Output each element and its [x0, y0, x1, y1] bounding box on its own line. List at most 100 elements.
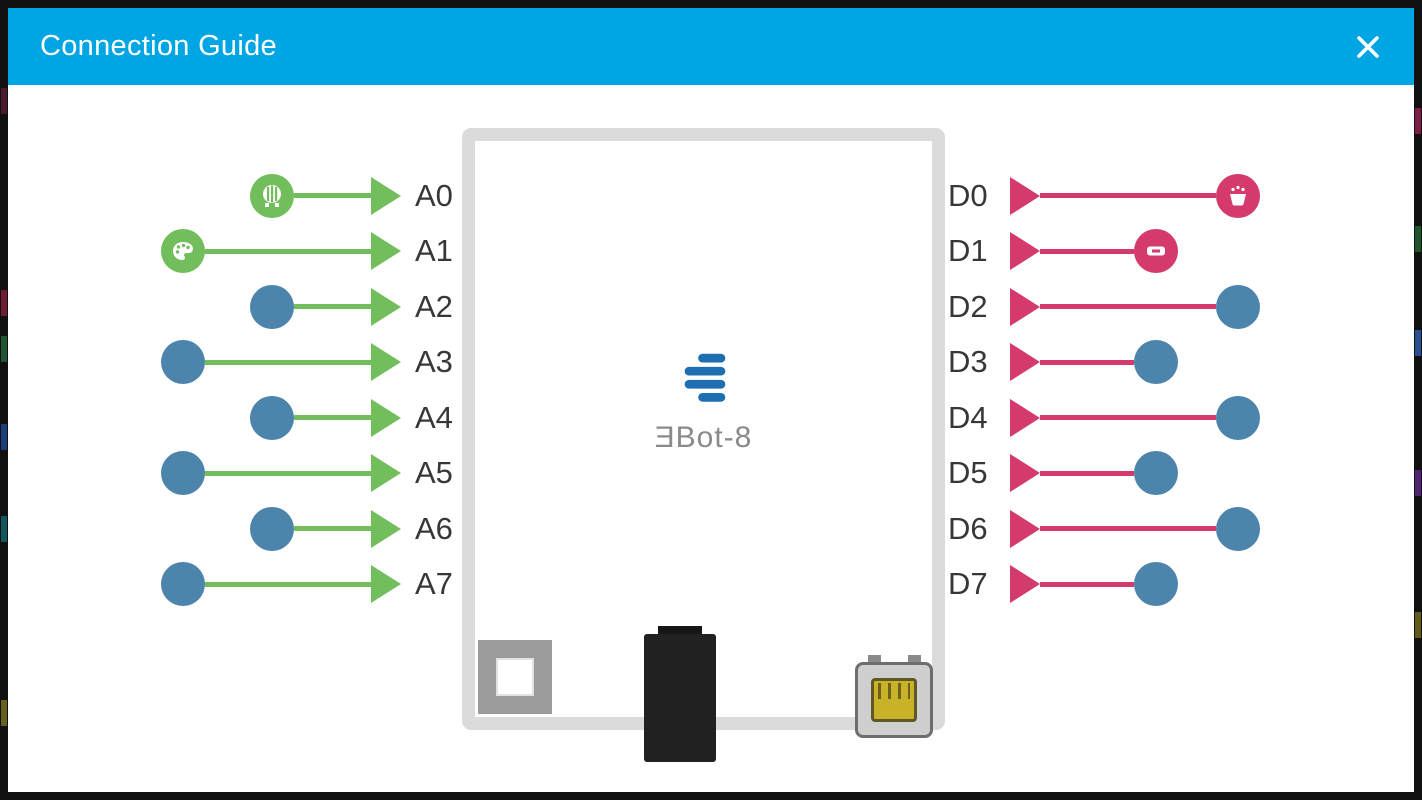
- arrow-right-icon: [371, 287, 401, 326]
- pin-label: D4: [948, 399, 988, 435]
- usb-mount-tab: [908, 655, 921, 664]
- backdrop-artifact: [1, 700, 7, 726]
- arrow-right-icon: [371, 398, 401, 437]
- pin-row-d0: D0: [948, 168, 1260, 224]
- pin-label: D7: [948, 566, 988, 602]
- close-button[interactable]: [1348, 27, 1388, 67]
- pin-row-d5: D5: [948, 446, 1260, 502]
- pin-row-a6: A6: [161, 501, 471, 557]
- connected-device-node: [1134, 229, 1178, 274]
- wire: [1040, 470, 1134, 476]
- mini-usb-port: [855, 662, 933, 738]
- pin-label: A4: [415, 399, 453, 435]
- palette-icon: [173, 242, 193, 261]
- pin-label: D5: [948, 455, 988, 491]
- wire: [205, 581, 371, 587]
- arrow-right-icon: [371, 565, 401, 604]
- pin-label: D2: [948, 288, 988, 324]
- arrow-right-icon: [1010, 343, 1040, 382]
- pin-label: A0: [415, 177, 453, 213]
- wire: [1040, 581, 1134, 587]
- wire: [205, 470, 371, 476]
- pin-label: A7: [415, 566, 453, 602]
- connected-device-node: [1216, 173, 1260, 218]
- bowl-icon: [1230, 185, 1246, 206]
- wire: [294, 193, 371, 199]
- close-icon: [1357, 35, 1379, 58]
- board-name: ƎBot-8: [654, 421, 753, 454]
- push-button-cap: [496, 658, 534, 696]
- connected-device-node: [161, 229, 205, 274]
- pin-label: A2: [415, 288, 453, 324]
- pin-row-a0: A0: [161, 168, 471, 224]
- wire: [1040, 304, 1216, 310]
- wire: [1040, 193, 1216, 199]
- pin-row-a3: A3: [161, 335, 471, 391]
- pin-label: A5: [415, 455, 453, 491]
- backdrop-artifact: [1415, 108, 1421, 134]
- wire: [1040, 526, 1216, 532]
- pin-row-a5: A5: [161, 446, 471, 502]
- backdrop-artifact: [1415, 330, 1421, 356]
- pin-row-a2: A2: [161, 279, 471, 335]
- wire: [205, 359, 371, 365]
- wire: [294, 304, 371, 310]
- usb-connector-tongue: [871, 678, 917, 722]
- pin-label: D0: [948, 177, 988, 213]
- led-icon: [1147, 246, 1165, 256]
- dialog-header: Connection Guide: [8, 8, 1414, 85]
- backdrop-artifact: [1415, 612, 1421, 638]
- arrow-right-icon: [1010, 176, 1040, 215]
- knob-icon: [263, 184, 281, 207]
- empty-pin-node: [1134, 340, 1178, 385]
- pin-row-a1: A1: [161, 224, 471, 280]
- empty-pin-node: [161, 451, 205, 496]
- backdrop-artifact: [1415, 226, 1421, 252]
- pin-label: A6: [415, 510, 453, 546]
- backdrop-artifact: [1, 424, 7, 450]
- usb-mount-tab: [868, 655, 881, 664]
- pin-label: D3: [948, 344, 988, 380]
- wire: [205, 248, 371, 254]
- empty-pin-node: [250, 506, 294, 551]
- wire: [1040, 415, 1216, 421]
- backdrop-artifact: [1, 290, 7, 316]
- pin-label: D6: [948, 510, 988, 546]
- empty-pin-node: [161, 340, 205, 385]
- arrow-right-icon: [371, 176, 401, 215]
- arrow-right-icon: [371, 232, 401, 271]
- empty-pin-node: [1134, 562, 1178, 607]
- digital-pin-column: D0 D1 D2 D3: [948, 168, 1260, 612]
- empty-pin-node: [1216, 395, 1260, 440]
- arrow-right-icon: [1010, 454, 1040, 493]
- empty-pin-node: [1134, 451, 1178, 496]
- pin-label: A3: [415, 344, 453, 380]
- backdrop-artifact: [1415, 470, 1421, 496]
- connected-device-node: [250, 173, 294, 218]
- pin-row-d4: D4: [948, 390, 1260, 446]
- empty-pin-node: [1216, 284, 1260, 329]
- arrow-right-icon: [1010, 565, 1040, 604]
- board-logo: ƎBot-8: [462, 346, 945, 455]
- backdrop-artifact: [1, 336, 7, 362]
- wire: [294, 526, 371, 532]
- arrow-right-icon: [371, 343, 401, 382]
- empty-pin-node: [1216, 506, 1260, 551]
- arrow-right-icon: [1010, 398, 1040, 437]
- arrow-right-icon: [1010, 509, 1040, 548]
- pin-row-d1: D1: [948, 224, 1260, 280]
- pin-row-d6: D6: [948, 501, 1260, 557]
- pin-row-d3: D3: [948, 335, 1260, 391]
- arrow-right-icon: [1010, 287, 1040, 326]
- empty-pin-node: [250, 284, 294, 329]
- 3bot-logo-icon: [684, 353, 725, 402]
- push-button: [478, 640, 552, 714]
- backdrop-artifact: [1, 88, 7, 114]
- pin-row-a4: A4: [161, 390, 471, 446]
- empty-pin-node: [250, 395, 294, 440]
- analog-pin-column: A0 A1 A2 A3 A4: [161, 168, 471, 612]
- pin-row-d2: D2: [948, 279, 1260, 335]
- wire: [1040, 359, 1134, 365]
- arrow-right-icon: [371, 454, 401, 493]
- arrow-right-icon: [1010, 232, 1040, 271]
